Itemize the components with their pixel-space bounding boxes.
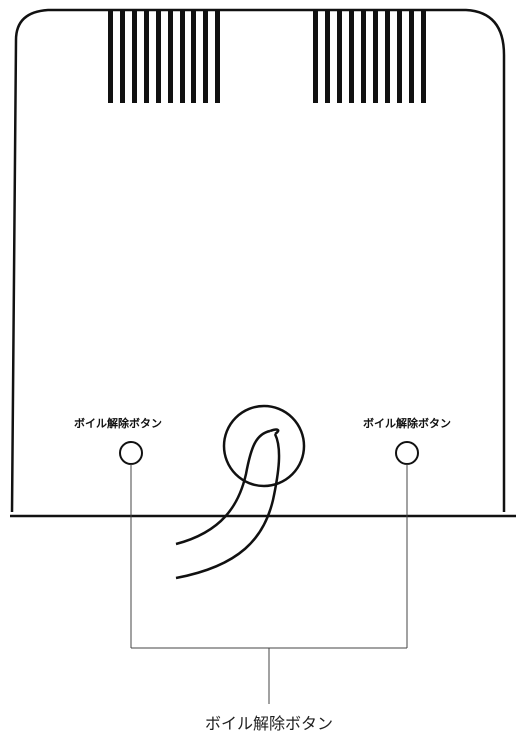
left-boil-release-button[interactable]	[119, 441, 143, 465]
left-button-label: ボイル解除ボタン	[74, 416, 162, 430]
power-cord-upper-edge	[175, 429, 271, 546]
right-button-label: ボイル解除ボタン	[363, 416, 451, 430]
cord-grommet-outer	[222, 404, 306, 488]
power-cord-lower-edge	[175, 433, 281, 580]
vent-left	[108, 10, 220, 103]
callout-label: ボイル解除ボタン	[205, 714, 333, 733]
power-cord-end-cap	[269, 428, 280, 436]
vent-right	[313, 10, 426, 103]
callout-leader	[130, 464, 408, 704]
housing-outline	[10, 8, 506, 513]
right-boil-release-button[interactable]	[395, 441, 419, 465]
